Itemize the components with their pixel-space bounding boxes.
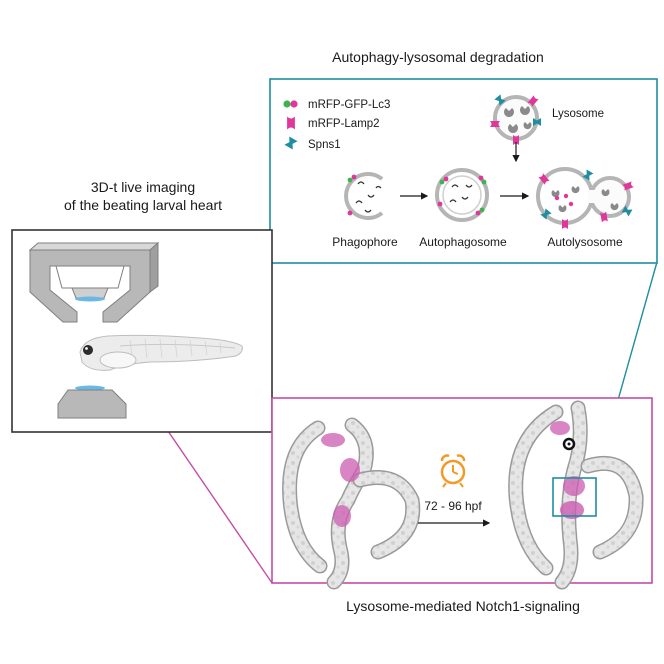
lc3-dots-icon: [283, 100, 298, 108]
phagophore-illustration: [344, 172, 384, 220]
notch-caption: Lysosome-mediated Notch1-signaling: [346, 598, 580, 614]
zebrafish-larva-illustration: [79, 334, 243, 371]
heart-before-illustration: [282, 417, 421, 590]
legend-label-lc3: mRFP-GFP-Lc3: [308, 99, 390, 111]
autophagosome-illustration: [435, 168, 489, 222]
zoom-box: [552, 477, 597, 517]
stage-label-autolysosome: Autolysosome: [547, 235, 623, 249]
legend: mRFP-GFP-Lc3 mRFP-Lamp2 Spns1: [283, 99, 390, 151]
imaging-title-line1: 3D-t live imaging: [91, 179, 195, 195]
lower-objective-illustration: [57, 385, 127, 419]
heart-after-illustration: [508, 400, 644, 590]
autolysosome-illustration: [536, 167, 634, 229]
legend-label-lamp2: mRFP-Lamp2: [308, 118, 380, 130]
timepoint-label: 72 - 96 hpf: [424, 499, 482, 513]
autophagy-title: Autophagy-lysosomal degradation: [332, 49, 544, 65]
lysosome-illustration: [490, 94, 541, 145]
microscope-objective-illustration: [28, 241, 160, 323]
lysosome-label: Lysosome: [552, 108, 604, 120]
stage-label-phagophore: Phagophore: [332, 235, 398, 249]
legend-label-spns1: Spns1: [308, 139, 341, 151]
alarm-clock-icon: [440, 454, 466, 488]
imaging-title-line2: of the beating larval heart: [64, 197, 222, 213]
stage-label-autophagosome: Autophagosome: [419, 235, 507, 249]
